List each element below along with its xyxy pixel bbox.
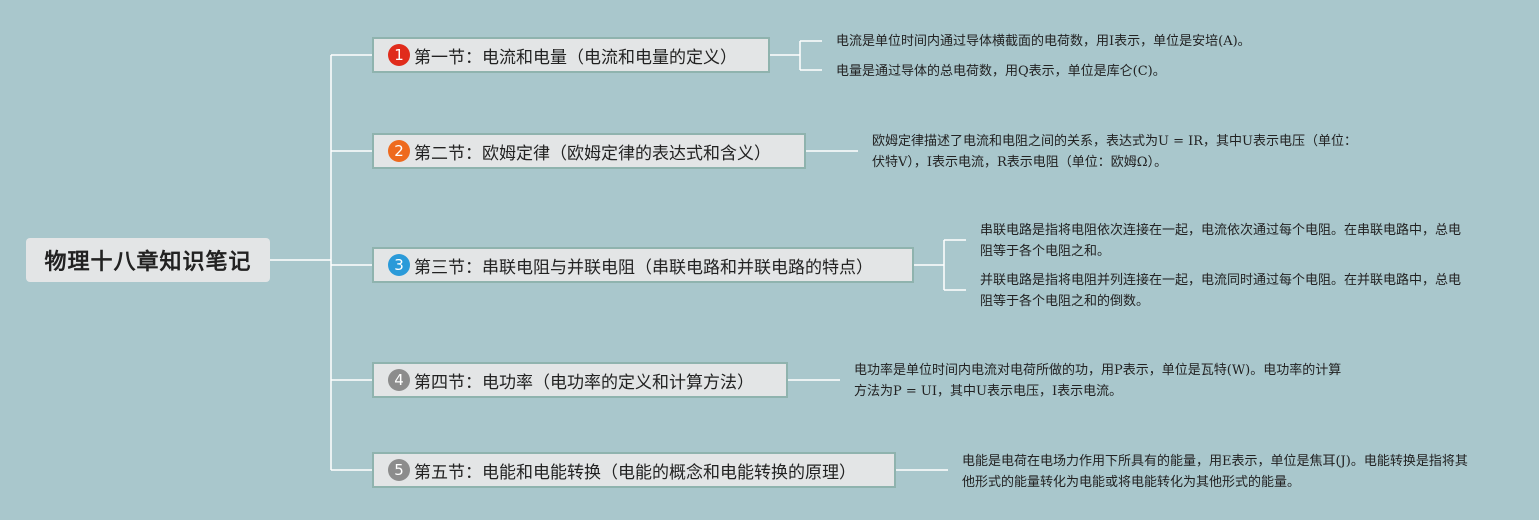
section-2-note: 欧姆定律描述了电流和电阻之间的关系，表达式为U = IR，其中U表示电压（单位：… (872, 134, 1357, 170)
number-2-icon: 2 (388, 140, 410, 162)
number-3-icon: 3 (388, 254, 410, 276)
section-5-label: 第五节：电能和电能转换（电能的概念和电能转换的原理） (414, 462, 856, 483)
section-4-note: 电功率是单位时间内电流对电荷所做的功，用P表示，单位是瓦特(W)。电功率的计算方… (854, 363, 1342, 399)
number-4-icon: 4 (388, 369, 410, 391)
section-3-note-1: 串联电路是指将电阻依次连接在一起，电流依次通过每个电阻。在串联电路中，总电阻等于… (980, 223, 1462, 259)
section-1-note-2: 电量是通过导体的总电荷数，用Q表示，单位是库仑(C)。 (836, 64, 1166, 79)
number-5-icon: 5 (388, 459, 410, 481)
section-2-node[interactable]: 2 第二节：欧姆定律（欧姆定律的表达式和含义） (372, 133, 806, 169)
number-1-icon: 1 (388, 44, 410, 66)
section-3-label: 第三节：串联电阻与并联电阻（串联电路和并联电路的特点） (414, 257, 873, 278)
section-3-note-2: 并联电路是指将电阻并列连接在一起，电流同时通过每个电阻。在并联电路中，总电阻等于… (980, 273, 1462, 309)
section-1-node[interactable]: 1 第一节：电流和电量（电流和电量的定义） (372, 37, 770, 73)
root-topic[interactable]: 物理十八章知识笔记 (26, 238, 270, 282)
root-title: 物理十八章知识笔记 (44, 250, 252, 275)
section-5-node[interactable]: 5 第五节：电能和电能转换（电能的概念和电能转换的原理） (372, 452, 896, 488)
section-4-label: 第四节：电功率（电功率的定义和计算方法） (414, 372, 754, 393)
section-5-note: 电能是电荷在电场力作用下所具有的能量，用E表示，单位是焦耳(J)。电能转换是指将… (962, 454, 1468, 490)
section-3-node[interactable]: 3 第三节：串联电阻与并联电阻（串联电路和并联电路的特点） (372, 247, 914, 283)
section-1-note-1: 电流是单位时间内通过导体横截面的电荷数，用I表示，单位是安培(A)。 (836, 34, 1251, 49)
section-2-label: 第二节：欧姆定律（欧姆定律的表达式和含义） (414, 143, 771, 164)
section-4-node[interactable]: 4 第四节：电功率（电功率的定义和计算方法） (372, 362, 788, 398)
section-1-label: 第一节：电流和电量（电流和电量的定义） (414, 47, 737, 68)
